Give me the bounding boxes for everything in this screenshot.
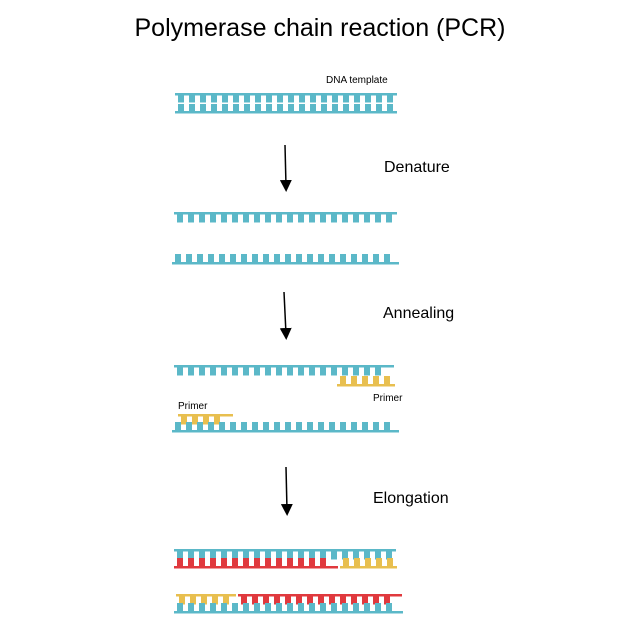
annealing-step-label: Annealing xyxy=(383,305,454,322)
new-strand-2 xyxy=(238,594,402,605)
elongation-arrow xyxy=(280,466,293,516)
template-bottom-strand xyxy=(175,104,397,114)
dna-template-label: DNA template xyxy=(326,75,388,86)
elongated-primer-1 xyxy=(340,558,397,569)
annealing-arrow xyxy=(279,291,292,340)
denatured-strand-1 xyxy=(174,212,397,223)
denatured-strand-2 xyxy=(172,254,399,265)
primer-label-left: Primer xyxy=(178,401,208,412)
annealed-primer-left xyxy=(178,414,233,425)
denature-arrow xyxy=(279,144,292,192)
annealed-primer-right xyxy=(337,376,395,387)
elongated-template-1 xyxy=(174,549,396,560)
page-title: Polymerase chain reaction (PCR) xyxy=(135,14,506,42)
denature-step-label: Denature xyxy=(384,159,450,176)
new-strand-1 xyxy=(174,558,338,569)
annealed-template-2 xyxy=(172,422,399,433)
elongated-primer-2 xyxy=(176,594,236,605)
elongated-template-2 xyxy=(174,603,403,614)
elongation-step-label: Elongation xyxy=(373,490,449,507)
primer-label-right: Primer xyxy=(373,393,403,404)
annealed-template-1 xyxy=(174,365,394,376)
template-top-strand xyxy=(175,93,397,103)
dna-strands xyxy=(172,93,403,614)
